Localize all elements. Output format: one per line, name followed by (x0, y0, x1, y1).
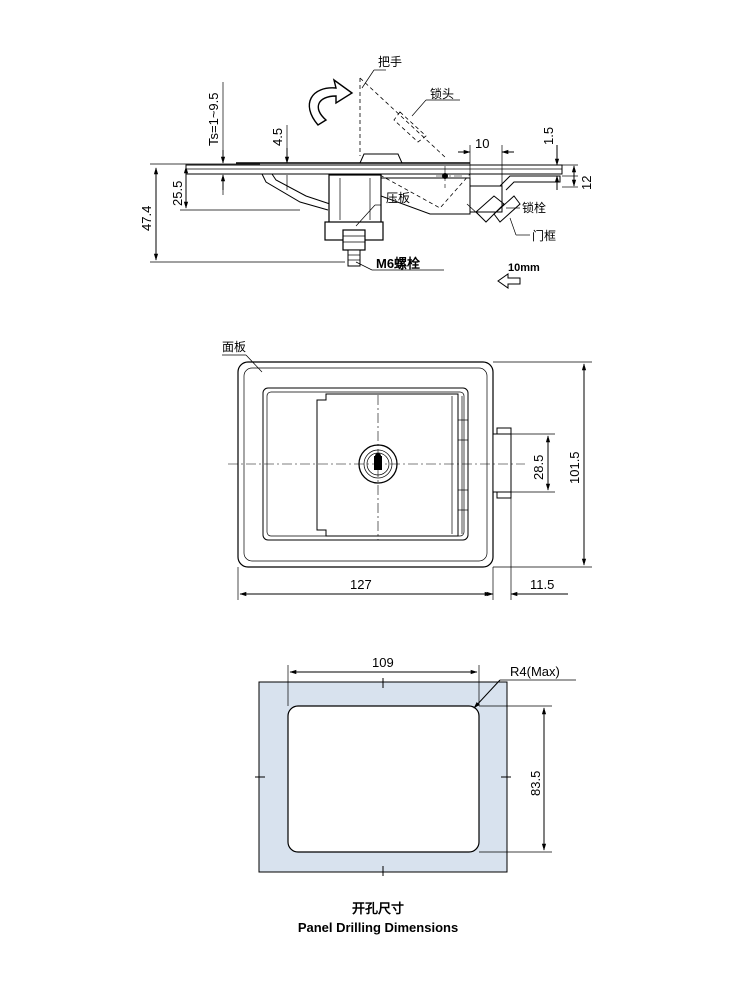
cutout-view: 109 83.5 R4(Max) 开孔尺寸 Panel Drilling Dim… (255, 655, 576, 935)
dim-25-5: 25.5 (170, 181, 185, 206)
door-panel (185, 164, 563, 175)
rotate-arrow-icon (308, 78, 354, 126)
pressure-plate-label: 压板 (386, 191, 410, 205)
travel-label: 10mm (508, 262, 540, 274)
m6-screw (342, 229, 366, 251)
side-view: 把手 锁头 压板 锁栓 门框 M6螺栓 10mm Ts=1~9.5 4.5 10… (139, 55, 594, 289)
dim-127: 127 (350, 577, 372, 592)
dim-28-5: 28.5 (531, 455, 546, 480)
dim-11-5: 11.5 (530, 577, 554, 592)
door-frame-label: 门框 (532, 228, 556, 243)
lock-housing (328, 174, 382, 224)
dim-47-4: 47.4 (139, 206, 154, 231)
dim-ts: Ts=1~9.5 (206, 93, 221, 147)
dim-4-5: 4.5 (270, 128, 285, 146)
bolt-label: 锁栓 (522, 200, 546, 215)
dim-1-5: 1.5 (541, 127, 556, 145)
dim-r4: R4(Max) (510, 664, 560, 679)
caption-en: Panel Drilling Dimensions (298, 920, 458, 935)
handle-label: 把手 (378, 55, 402, 69)
screw-label: M6螺栓 (376, 256, 420, 271)
dim-12: 12 (579, 176, 594, 190)
front-view: 面板 127 11.5 101.5 28.5 (222, 340, 592, 600)
dim-101-5: 101.5 (567, 451, 582, 484)
cutout-hole (287, 705, 480, 853)
bolt-side (492, 433, 512, 493)
travel-arrow-icon (497, 273, 521, 289)
dim-10: 10 (475, 136, 489, 151)
dim-83-5: 83.5 (528, 771, 543, 796)
caption-cn: 开孔尺寸 (352, 901, 404, 917)
lock-head-label: 锁头 (430, 86, 454, 101)
bolt-block (469, 185, 503, 213)
panel-label: 面板 (222, 340, 246, 354)
dim-109: 109 (372, 655, 394, 670)
